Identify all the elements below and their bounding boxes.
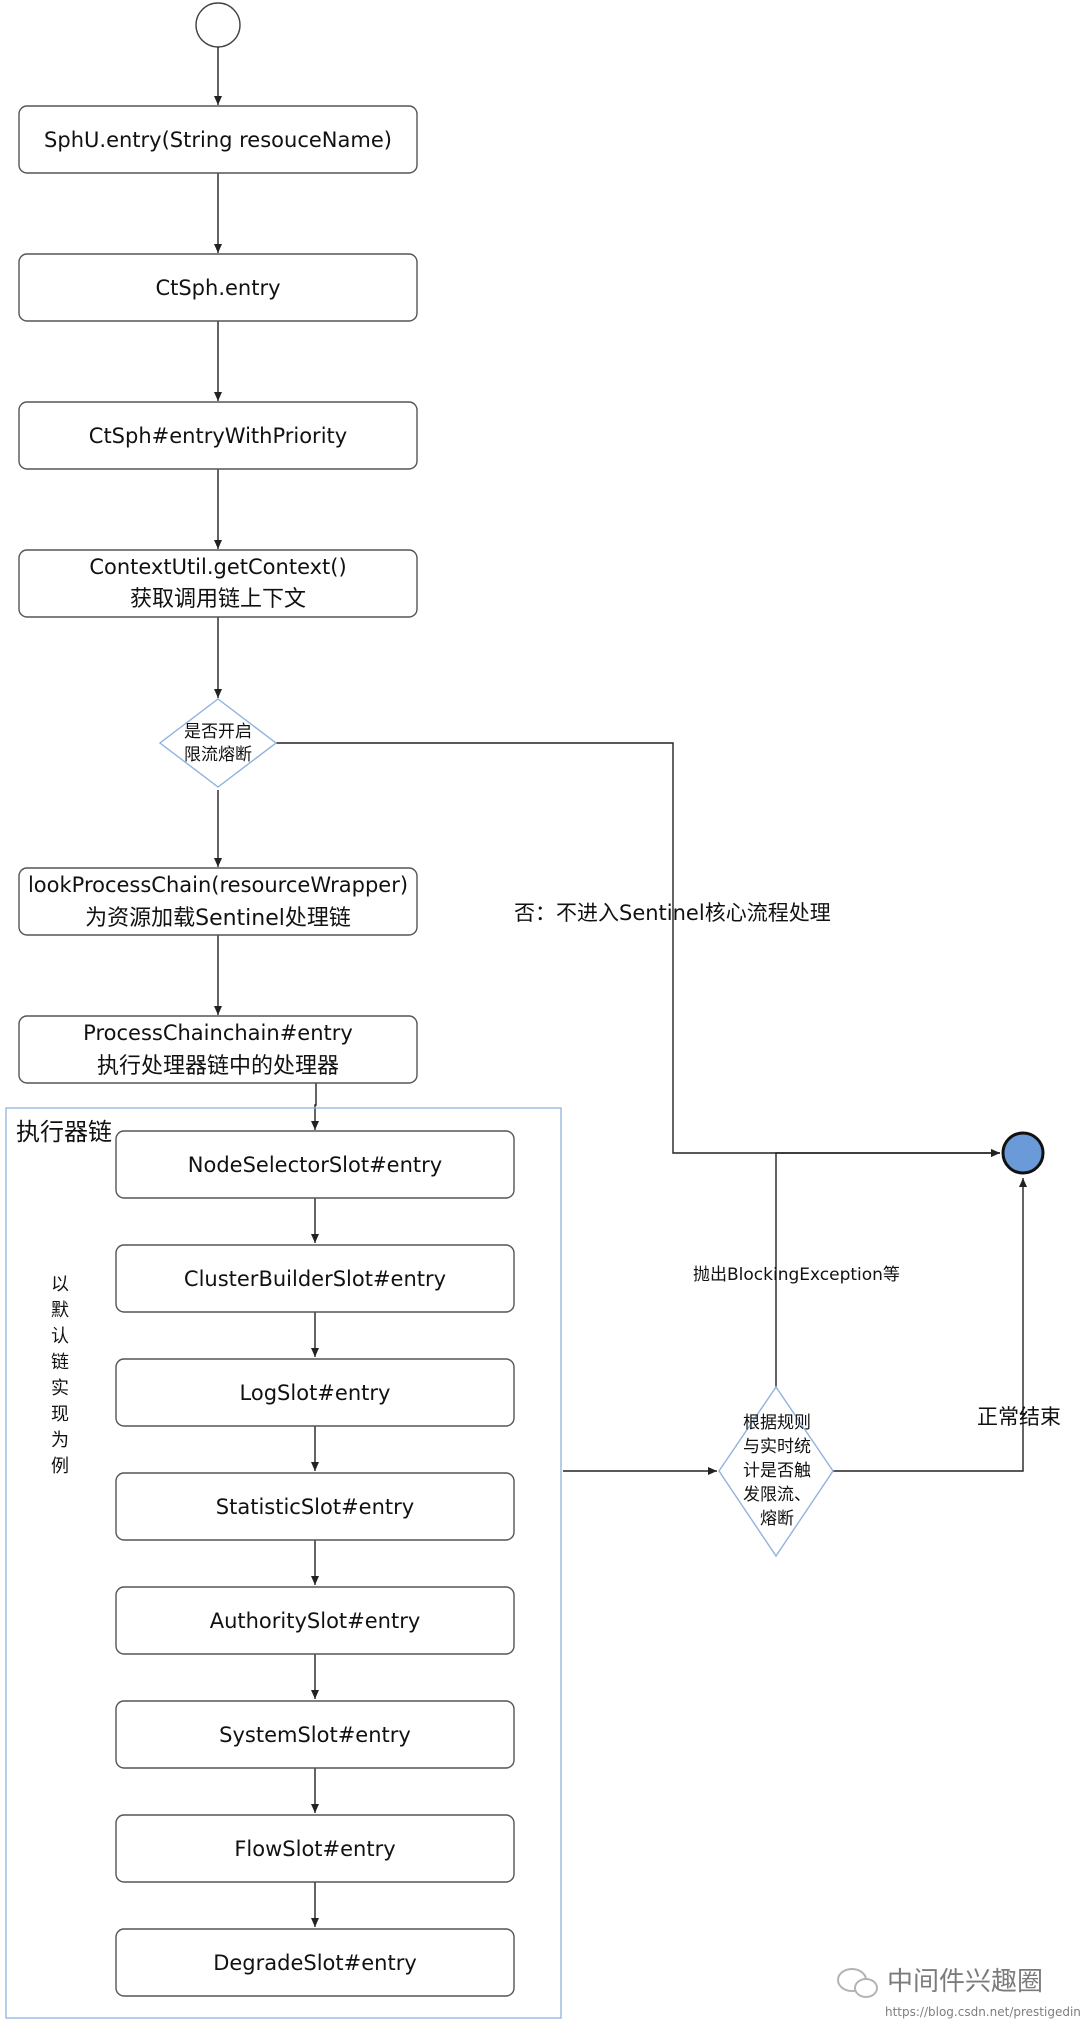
decision2-line1: 根据规则	[743, 1413, 811, 1433]
node-entry-with-priority: CtSph#entryWithPriority	[18, 401, 418, 470]
watermark: 中间件兴趣圈 https://blog.csdn.net/prestigedin…	[837, 1967, 1080, 2019]
side-note-char: 链	[51, 1352, 69, 1373]
slot-label: StatisticSlot#entry	[216, 1495, 414, 1519]
node-get-context-line2: 获取调用链上下文	[130, 587, 306, 612]
slot-system: SystemSlot#entry	[115, 1700, 515, 1769]
decision-enable-flow-control: 是否开启 限流熔断	[158, 698, 278, 788]
side-note-char: 为	[51, 1430, 69, 1451]
node-entry-with-priority-label: CtSph#entryWithPriority	[89, 424, 347, 448]
node-sphu-entry: SphU.entry(String resouceName)	[18, 105, 418, 174]
node-look-process-chain: lookProcessChain(resourceWrapper) 为资源加载S…	[18, 867, 418, 936]
decision-rule-check: 根据规则 与实时统 计是否触 发限流、 熔断	[718, 1385, 834, 1558]
no-branch-label: 否：不进入Sentinel核心流程处理	[514, 901, 831, 925]
slot-authority: AuthoritySlot#entry	[115, 1586, 515, 1655]
decision1-line2: 限流熔断	[184, 745, 252, 765]
slot-label: SystemSlot#entry	[219, 1723, 411, 1747]
side-note-char: 以	[51, 1274, 69, 1295]
slot-degrade: DegradeSlot#entry	[115, 1928, 515, 1997]
slot-label: ClusterBuilderSlot#entry	[184, 1267, 446, 1291]
side-note-char: 默	[51, 1300, 69, 1321]
side-note-char: 现	[51, 1404, 69, 1425]
normal-end-label: 正常结束	[977, 1405, 1061, 1429]
throw-exception-label: 抛出BlockingException等	[693, 1265, 900, 1285]
watermark-url: https://blog.csdn.net/prestigeding	[885, 2005, 1080, 2019]
slot-label: FlowSlot#entry	[234, 1837, 395, 1861]
node-get-context-line1: ContextUtil.getContext()	[89, 555, 346, 579]
slot-label: DegradeSlot#entry	[213, 1951, 417, 1975]
decision1-line1: 是否开启	[184, 722, 252, 742]
slot-flow: FlowSlot#entry	[115, 1814, 515, 1883]
node-lookup-line2: 为资源加载Sentinel处理链	[85, 906, 351, 931]
slot-cluster-builder: ClusterBuilderSlot#entry	[115, 1244, 515, 1313]
executor-chain-container	[5, 1107, 562, 2019]
side-note-char: 例	[51, 1456, 69, 1477]
slot-node-selector: NodeSelectorSlot#entry	[115, 1130, 515, 1199]
decision2-line2: 与实时统	[743, 1437, 811, 1457]
slot-label: LogSlot#entry	[240, 1381, 391, 1405]
end-node	[1001, 1131, 1045, 1175]
node-process-chain-line1: ProcessChainchain#entry	[83, 1021, 353, 1045]
decision2-line3: 计是否触	[743, 1461, 811, 1481]
node-process-chain-line2: 执行处理器链中的处理器	[97, 1054, 339, 1079]
node-ctsph-entry-label: CtSph.entry	[155, 276, 280, 300]
node-process-chain-entry: ProcessChainchain#entry 执行处理器链中的处理器	[18, 1015, 418, 1084]
side-note-char: 实	[51, 1378, 69, 1399]
node-lookup-line1: lookProcessChain(resourceWrapper)	[28, 873, 408, 897]
side-note-char: 认	[51, 1326, 69, 1347]
executor-chain-title: 执行器链	[16, 1118, 112, 1146]
wechat-icon	[837, 1968, 878, 1998]
node-get-context: ContextUtil.getContext() 获取调用链上下文	[18, 549, 418, 618]
start-node	[195, 2, 241, 48]
slot-label: AuthoritySlot#entry	[210, 1609, 421, 1633]
slot-label: NodeSelectorSlot#entry	[188, 1153, 442, 1177]
decision2-line5: 熔断	[760, 1509, 794, 1529]
slot-statistic: StatisticSlot#entry	[115, 1472, 515, 1541]
node-sphu-entry-label: SphU.entry(String resouceName)	[44, 128, 392, 152]
decision2-line4: 发限流、	[743, 1485, 811, 1505]
node-ctsph-entry: CtSph.entry	[18, 253, 418, 322]
slot-log: LogSlot#entry	[115, 1358, 515, 1427]
watermark-brand: 中间件兴趣圈	[887, 1967, 1043, 1997]
